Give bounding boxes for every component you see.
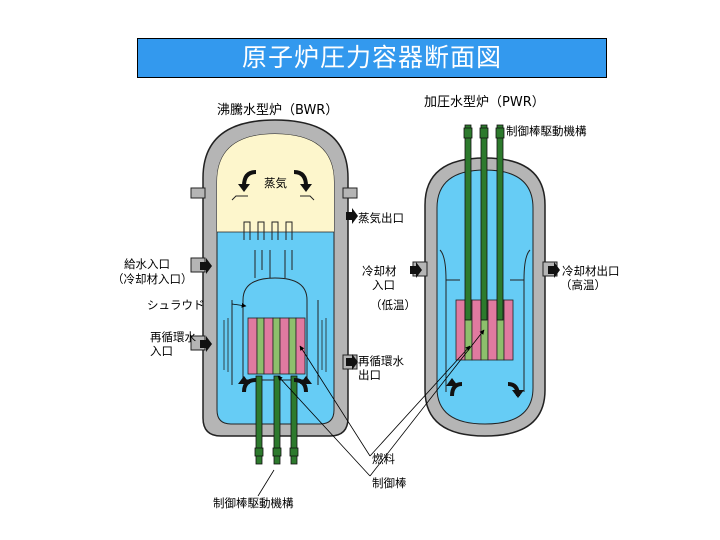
bwr-nozzle-arrows bbox=[200, 208, 358, 370]
bwr-control-rods bbox=[254, 375, 299, 465]
feedwater-inlet-label: 給水入口 bbox=[124, 257, 170, 271]
pwr-control-rods bbox=[463, 124, 505, 321]
steam-outlet-label: 蒸気出口 bbox=[358, 211, 404, 225]
shroud-label: シュラウド bbox=[147, 298, 205, 312]
coolant-inlet-label: 冷却材 bbox=[362, 264, 397, 278]
pwr-flow-arrowheads bbox=[410, 262, 560, 398]
control-rod-label: 制御棒 bbox=[372, 476, 407, 490]
coolant-outlet-label: 冷却材出口 bbox=[562, 264, 620, 278]
bwr-vessel bbox=[190, 119, 358, 437]
bwr-fuel-assemblies bbox=[247, 317, 306, 375]
pwr-heading: 加圧水型炉（PWR） bbox=[424, 95, 545, 110]
coolant-inlet-sub-label: 入口 bbox=[372, 278, 395, 292]
pwr-drive-mechanism-label: 制御棒駆動機構 bbox=[506, 124, 587, 138]
recirc-inlet-label: 再循環水 bbox=[150, 330, 196, 344]
recirc-outlet-sub-label: 出口 bbox=[358, 368, 381, 382]
recirc-outlet-label: 再循環水 bbox=[358, 354, 404, 368]
steam-label: 蒸気 bbox=[264, 176, 287, 190]
pwr-fuel-assemblies bbox=[455, 299, 514, 361]
fuel-label: 燃料 bbox=[372, 452, 395, 466]
leader-lines bbox=[231, 303, 485, 497]
feedwater-inlet-sub-label: （冷却材入口） bbox=[112, 272, 193, 286]
bwr-drive-mechanism-label: 制御棒駆動機構 bbox=[213, 496, 294, 510]
recirc-inlet-sub-label: 入口 bbox=[150, 344, 173, 358]
bwr-heading: 沸騰水型炉（BWR） bbox=[217, 103, 339, 118]
high-temp-label: （高温） bbox=[560, 278, 606, 292]
page-title: 原子炉圧力容器断面図 bbox=[137, 38, 607, 78]
low-temp-label: （低温） bbox=[370, 298, 416, 312]
bwr-flow-arrowheads bbox=[238, 184, 312, 384]
